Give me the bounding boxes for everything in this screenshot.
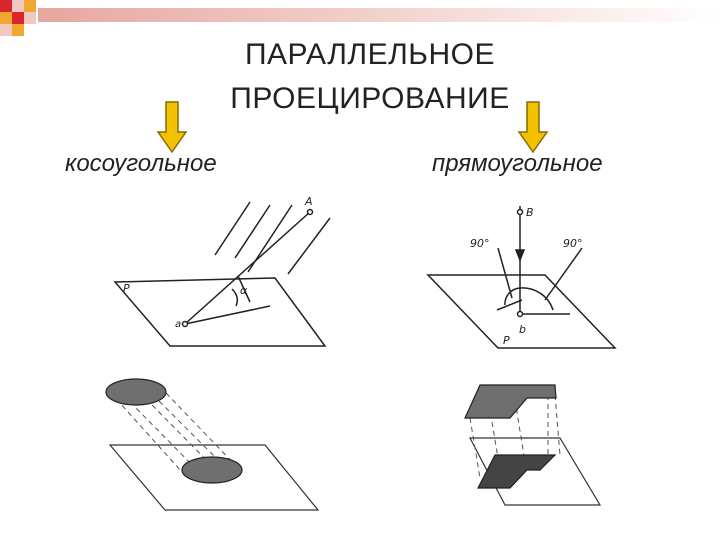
shape-original — [464, 384, 557, 419]
angle-90-left: 90° — [470, 237, 490, 250]
deco-square — [0, 0, 12, 12]
oblique-point-diagram — [113, 201, 331, 347]
plane-p — [113, 277, 327, 347]
orthogonal-shape-diagram — [464, 384, 602, 506]
shape-projection — [477, 454, 557, 489]
projecting-ray — [184, 211, 311, 325]
top-band — [38, 8, 720, 22]
corner-decoration — [0, 0, 720, 36]
point-b-upper: B — [526, 206, 534, 219]
point-a-upper: A — [304, 195, 313, 208]
circle-original — [105, 378, 167, 406]
deco-square — [12, 12, 24, 24]
title-line-1: ПАРАЛЛЕЛЬНОЕ — [244, 38, 495, 71]
title-line-2: ПРОЕЦИРОВАНИЕ — [230, 82, 510, 115]
plane-label-left: P — [123, 282, 130, 295]
circle-projection — [181, 456, 243, 484]
plane-label-right: P — [503, 334, 510, 347]
deco-square — [24, 0, 36, 12]
oblique-circle-diagram — [105, 378, 320, 511]
arrow-left-icon — [156, 101, 188, 154]
angle-alpha: α — [240, 284, 248, 297]
label-orthogonal: прямоугольное — [432, 150, 603, 177]
arrow-right-icon — [517, 101, 549, 154]
deco-square — [0, 12, 12, 24]
point-a-lower: a — [175, 319, 181, 330]
deco-square — [12, 0, 24, 12]
label-oblique: косоугольное — [65, 150, 217, 177]
deco-square — [0, 24, 12, 36]
point-b-lower: b — [519, 323, 526, 336]
deco-square — [12, 24, 24, 36]
deco-square — [24, 12, 36, 24]
orthogonal-point-diagram — [426, 206, 617, 349]
angle-90-right: 90° — [563, 237, 583, 250]
